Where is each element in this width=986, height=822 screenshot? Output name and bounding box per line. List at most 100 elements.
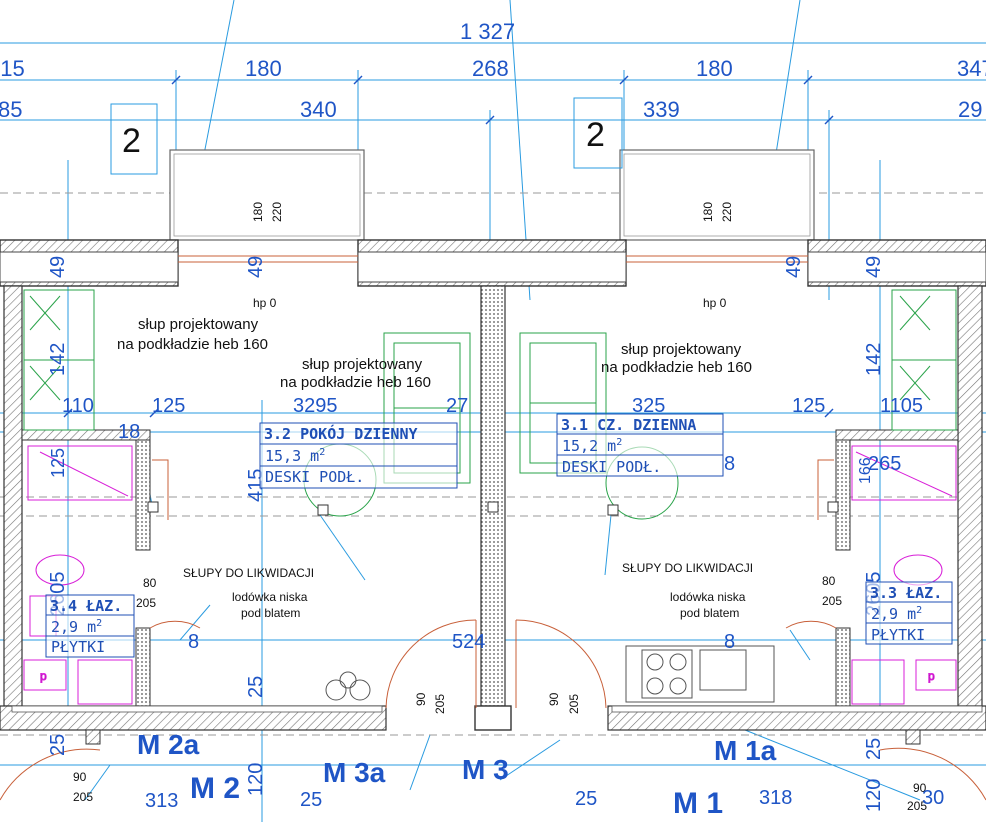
room-label-3-4: 3.4 ŁAZ. 2,9 m2 PŁYTKI	[45, 594, 135, 658]
dim-142-left: 142	[47, 343, 69, 376]
unit-m1: M 1	[673, 787, 723, 820]
dim-25-br: 25	[575, 788, 597, 810]
room-label-3-1: 3.1 CZ. DZIENNA 15,2 m2 DESKI PODŁ.	[556, 413, 724, 477]
note-slupy-left: SŁUPY DO LIKWIDACJI	[183, 566, 314, 580]
room-3-3-code: 3.3 ŁAZ.	[870, 584, 942, 602]
wall-dim-1: 49	[47, 256, 69, 278]
unit-m3a: M 3a	[323, 757, 386, 788]
unit-m1a: M 1a	[714, 735, 777, 766]
dim-318: 318	[759, 787, 792, 809]
balcony-right-d2: 220	[720, 202, 734, 222]
dim-right-partial-1: 347	[957, 56, 986, 81]
wall-thickness-dims: 49 49 49 49	[47, 256, 885, 278]
dim-265: 265	[868, 453, 901, 475]
dim-1105-right: 1105	[880, 395, 923, 417]
wardrobes	[23, 289, 957, 431]
dim-120-left: 120	[245, 763, 267, 796]
dim-80-right: 80	[822, 574, 836, 588]
dim-seg-c: 180	[696, 56, 733, 81]
wall-dim-4: 49	[863, 256, 885, 278]
room-3-1-area: 15,2 m2	[562, 437, 622, 455]
room-3-2-finish: DESKI PODŁ.	[265, 468, 364, 486]
dim-left-partial-1: 315	[0, 56, 25, 81]
dim-120-right: 120	[863, 779, 885, 812]
wall-dim-3: 49	[783, 256, 805, 278]
grid-dashed	[0, 192, 986, 736]
dim-30: 30	[922, 787, 944, 809]
column-markers	[147, 501, 839, 516]
dim-8-a: 8	[724, 453, 735, 475]
dim-125-left: 125	[152, 395, 185, 417]
balcony-left-d2: 220	[270, 202, 284, 222]
kitchen-left	[325, 671, 371, 701]
dim-142-right: 142	[863, 343, 885, 376]
door-arcs	[0, 459, 986, 801]
dim-524: 524	[452, 631, 485, 653]
dim-seg-e: 339	[643, 97, 680, 122]
notes: słup projektowany na podkładzie heb 160 …	[117, 316, 753, 620]
door-205-b: 205	[567, 694, 581, 714]
dim-205-left: 205	[136, 596, 156, 610]
note-lodowka-right-2: pod blatem	[680, 606, 739, 620]
plumbing-symbol-right: p	[928, 669, 935, 683]
dim-25-bl: 25	[47, 734, 69, 756]
door-205-d: 205	[907, 799, 927, 813]
section-markers: 2 2	[110, 97, 623, 175]
interior-dimensions: 142 142 110 125 3295 27 325 125 1105 18 …	[47, 343, 944, 813]
dim-325: 325	[632, 395, 665, 417]
door-90-d: 90	[913, 781, 927, 795]
top-dimensions: 1 327 315 180 268 180 347 85 340 339 29	[0, 19, 986, 122]
dim-205-right: 205	[822, 594, 842, 608]
dim-3295: 3295	[293, 395, 338, 417]
bathroom-left-fixtures: p	[23, 445, 133, 705]
dim-right-partial-2: 29	[958, 97, 982, 122]
room-3-4-finish: PŁYTKI	[51, 638, 105, 656]
room-3-1-finish: DESKI PODŁ.	[562, 458, 661, 476]
dim-110-left: 110	[62, 395, 94, 417]
dim-125-vert: 125	[48, 448, 68, 478]
room-3-3-finish: PŁYTKI	[871, 626, 925, 644]
dim-8-c: 8	[724, 631, 735, 653]
note-slup-2-line1: słup projektowany	[302, 356, 423, 373]
dim-313: 313	[145, 790, 178, 812]
room-3-2-code: 3.2 POKÓJ DZIENNY	[264, 424, 418, 443]
dim-seg-b: 268	[472, 56, 509, 81]
dim-25-r: 25	[863, 738, 885, 760]
dim-total: 1 327	[460, 19, 515, 44]
room-3-4-area: 2,9 m2	[51, 618, 102, 636]
door-90-b: 90	[547, 692, 561, 706]
note-lodowka-left-1: lodówka niska	[232, 590, 308, 604]
unit-labels: M 2a M 2 M 3a M 3 M 1a M 1	[137, 729, 777, 820]
unit-m2: M 2	[190, 772, 240, 805]
room-3-2-area: 15,3 m2	[265, 447, 325, 465]
dim-80-left: 80	[143, 576, 157, 590]
note-lodowka-left-2: pod blatem	[241, 606, 300, 620]
exterior-wall-top	[0, 239, 986, 287]
door-90-a: 90	[414, 692, 428, 706]
note-slup-3-line1: słup projektowany	[621, 341, 742, 358]
dim-166: 166	[857, 457, 874, 484]
hp-left: hp 0	[253, 296, 277, 310]
note-slup-2-line2: na podkładzie heb 160	[280, 374, 431, 391]
room-3-4-code: 3.4 ŁAZ.	[50, 597, 122, 615]
dim-125-right: 125	[792, 395, 825, 417]
room-3-1-code: 3.1 CZ. DZIENNA	[561, 416, 696, 434]
room-label-3-2: 3.2 POKÓJ DZIENNY 15,3 m2 DESKI PODŁ.	[259, 422, 458, 489]
balcony-right-d1: 180	[701, 202, 715, 222]
note-slup-3-line2: na podkładzie heb 160	[601, 359, 752, 376]
dim-25-mid: 25	[300, 789, 322, 811]
door-90-c: 90	[73, 770, 87, 784]
plumbing-symbol-left: p	[40, 669, 47, 683]
unit-m2a: M 2a	[137, 729, 200, 760]
note-slup-1-line2: na podkładzie heb 160	[117, 336, 268, 353]
balcony-left	[169, 149, 365, 241]
door-205-c: 205	[73, 790, 93, 804]
dim-seg-a: 180	[245, 56, 282, 81]
dim-27: 27	[446, 395, 468, 417]
section-marker-left: 2	[122, 122, 141, 160]
section-marker-right: 2	[586, 116, 605, 154]
wall-dim-2: 49	[245, 256, 267, 278]
balcony-left-d1: 180	[251, 202, 265, 222]
door-205-a: 205	[433, 694, 447, 714]
